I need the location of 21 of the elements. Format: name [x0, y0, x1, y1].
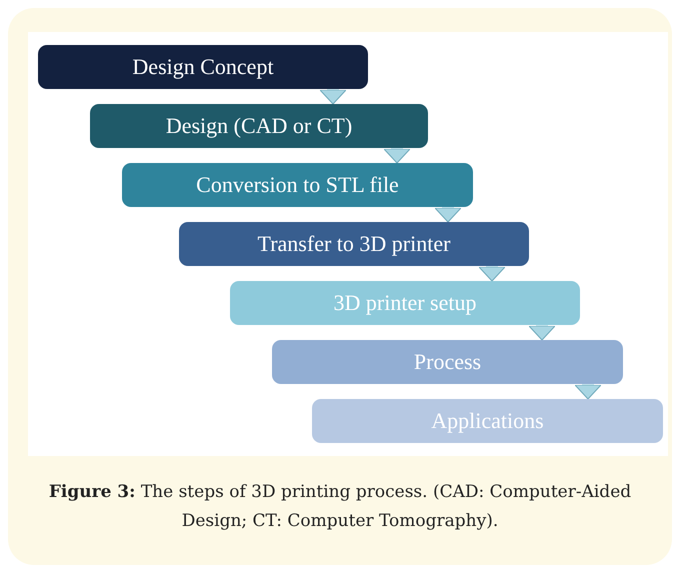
process-step-box: [38, 45, 368, 89]
step-label: Process: [414, 349, 482, 375]
step-label: 3D printer setup: [334, 290, 476, 316]
step-label: Design Concept: [132, 54, 274, 80]
arrow: [320, 89, 346, 104]
arrow: [478, 266, 506, 282]
process-step-box: [272, 340, 623, 384]
step-label: Design (CAD or CT): [166, 113, 352, 139]
step-label: Conversion to STL file: [196, 172, 399, 198]
process-step-box: [179, 222, 529, 266]
process-step-box: [312, 399, 663, 443]
arrow: [384, 148, 410, 164]
process-step-box: [90, 104, 428, 148]
process-step-box: [122, 163, 473, 207]
arrow: [574, 384, 602, 400]
process-step-box: [230, 281, 580, 325]
arrow: [528, 325, 556, 340]
arrow: [434, 207, 462, 222]
figure-caption: Figure 3: The steps of 3D printing process. (CAD: Computer-Aided Design; CT: Computer Tomography).: [48, 481, 632, 533]
step-label: Applications: [431, 408, 544, 434]
step-label: Transfer to 3D printer: [258, 231, 450, 257]
